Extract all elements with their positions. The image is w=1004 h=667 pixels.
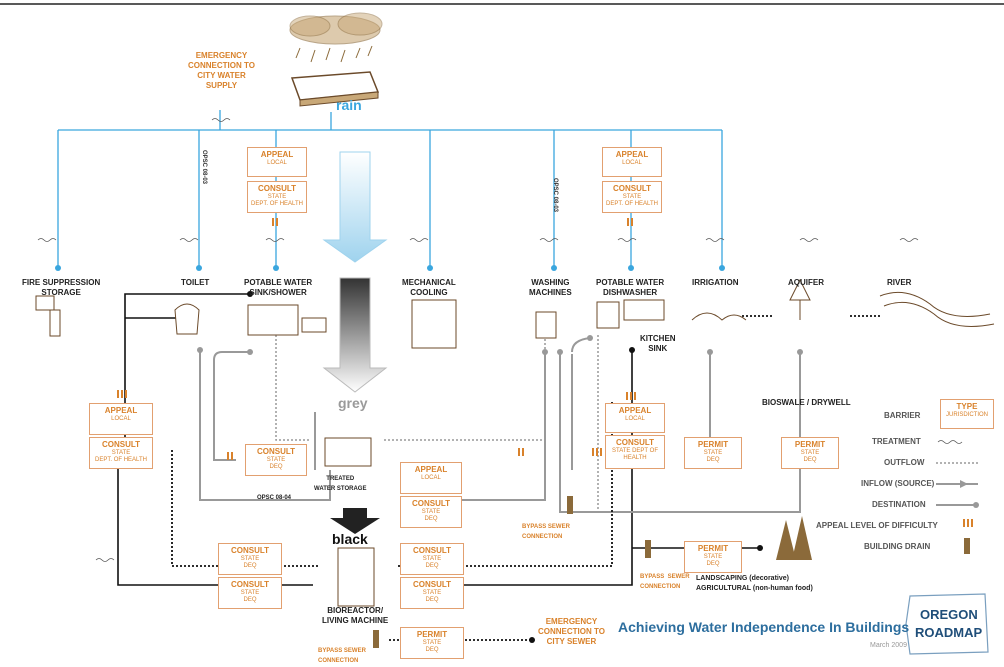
- legend-barrier: BARRIER: [884, 411, 921, 420]
- rain-cloud-illustration: [289, 12, 383, 63]
- blue-destination-dots: [55, 265, 725, 271]
- irrigation-label: IRRIGATION: [692, 278, 739, 287]
- treated-storage-label: TREATED WATER STORAGE: [314, 476, 367, 492]
- fire-suppression-label: FIRE SUPPRESSION STORAGE: [22, 278, 101, 297]
- building-drain-icons: [373, 496, 970, 648]
- black-down-arrow: [330, 508, 380, 534]
- mechanical-cooling-label: MECHANICAL COOLING: [402, 278, 456, 297]
- legend-appeal-level: APPEAL LEVEL OF DIFFICULTY: [816, 521, 938, 530]
- logo-oregon: OREGON: [920, 607, 978, 622]
- kitchen-sink-label: KITCHEN SINK: [640, 334, 676, 353]
- appeal-difficulty-icons: [117, 218, 973, 527]
- grey-down-arrow: [322, 277, 388, 393]
- black-inflow-dots: [247, 291, 763, 551]
- emergency-sewer-label: EMERGENCY CONNECTION TO CITY SEWER: [538, 617, 605, 646]
- opsc-code-2: OPSC 08-03: [552, 178, 558, 213]
- bypass-sewer-2: BYPASS SEWER CONNECTION: [640, 574, 690, 590]
- trees: [776, 516, 812, 560]
- legend-destination: DESTINATION: [872, 500, 926, 509]
- legend-inflow: INFLOW (SOURCE): [861, 479, 935, 488]
- legend-building-drain: BUILDING DRAIN: [864, 542, 931, 551]
- landscaping-label: LANDSCAPING (decorative) AGRICULTURAL (n…: [696, 575, 813, 592]
- treatment-marks: [37, 118, 919, 562]
- potable-dishwasher-label: POTABLE WATER DISHWASHER: [596, 278, 665, 297]
- bypass-sewer-1: BYPASS SEWER CONNECTION: [522, 524, 570, 540]
- aquifer-label: AQUIFER: [788, 278, 824, 287]
- potable-sink-label: POTABLE WATER SINK/SHOWER: [244, 278, 313, 297]
- grey-dots: [197, 335, 803, 355]
- legend-outflow: OUTFLOW: [884, 458, 925, 467]
- emergency-water-label: EMERGENCY CONNECTION TO CITY WATER SUPPL…: [188, 51, 255, 90]
- rain-down-arrow: [322, 151, 388, 263]
- rain-cistern-illustration: [290, 71, 380, 107]
- fixture-illustrations: [35, 295, 665, 607]
- rain-label: rain: [336, 97, 362, 113]
- footer-date: March 2009: [870, 642, 907, 649]
- bioswale-label: BIOSWALE / DRYWELL: [762, 398, 851, 407]
- grey-outflow-lines: [275, 335, 599, 510]
- river-label: RIVER: [887, 278, 912, 287]
- grey-label: grey: [338, 395, 368, 411]
- bypass-sewer-3: BYPASS SEWER CONNECTION: [318, 648, 366, 664]
- legend-treatment: TREATMENT: [872, 437, 921, 446]
- toilet-label: TOILET: [181, 278, 210, 287]
- oregon-logo-outline: [905, 593, 989, 655]
- opsc-code-1: OPSC 08-03: [201, 150, 207, 185]
- legend-symbols: [936, 440, 979, 508]
- landscape-illustrations: [691, 278, 995, 327]
- black-label: black: [332, 531, 368, 547]
- bioreactor-label: BIOREACTOR/ LIVING MACHINE: [322, 606, 389, 625]
- footer-title: Achieving Water Independence In Building…: [618, 619, 910, 635]
- logo-roadmap: ROADMAP: [915, 625, 983, 640]
- opsc-code-3: OPSC 08-04: [257, 495, 292, 501]
- grey-lines: [199, 337, 801, 513]
- washing-machines-label: WASHING MACHINES: [529, 278, 572, 297]
